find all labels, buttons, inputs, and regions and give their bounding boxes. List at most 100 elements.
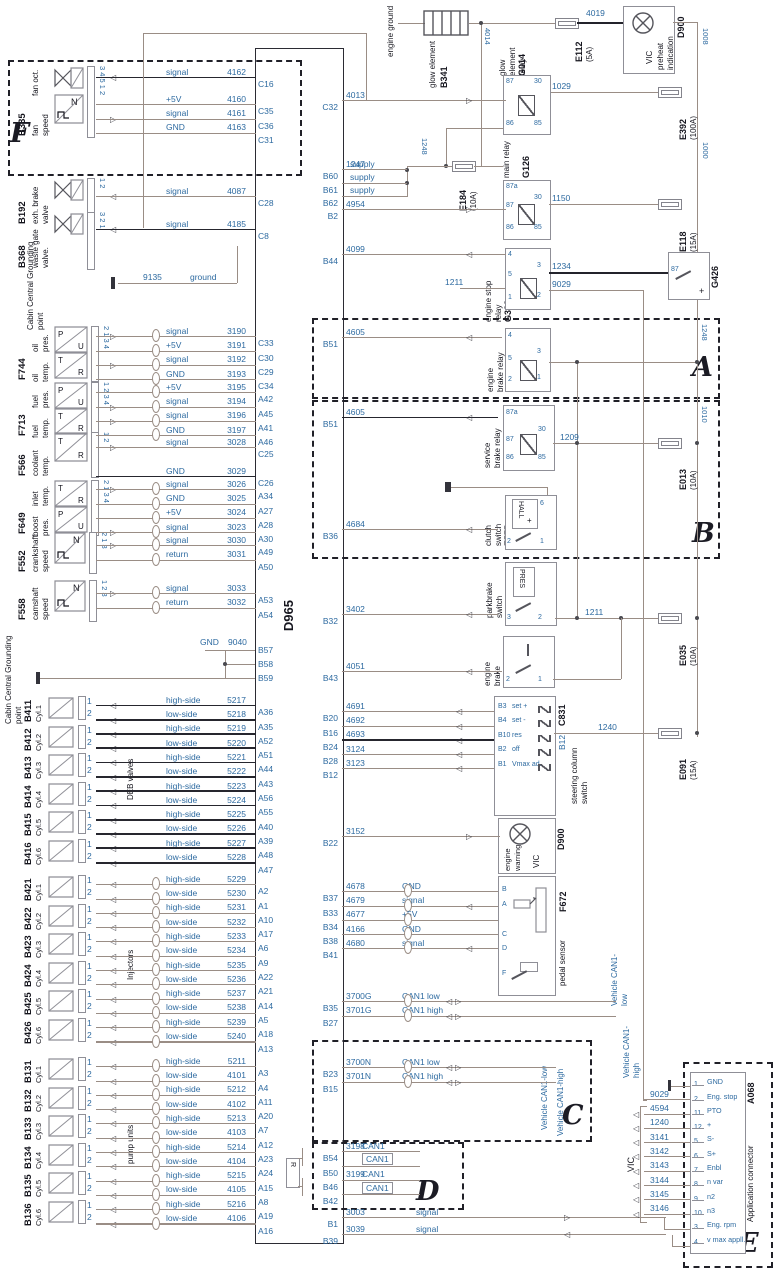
wire-number: 1234 — [552, 261, 571, 271]
wire-row: B39 3039 signal ◁ — [306, 1218, 666, 1246]
arrow-icon: ◁ — [466, 413, 473, 423]
switch-contact-icon — [538, 749, 551, 757]
wire-number: 3024 — [227, 507, 246, 518]
fuse-id: E392 — [678, 118, 688, 140]
twisted-pair-icon — [152, 891, 160, 905]
wire-row: GND 3197 A46 — [96, 422, 292, 447]
wire-number: 4087 — [227, 185, 246, 196]
wire-number: 3029 — [227, 465, 246, 476]
signal-name: high-side — [166, 723, 201, 734]
svg-text:R: R — [78, 451, 84, 460]
wire — [342, 1081, 556, 1083]
potentiometer-icon — [513, 887, 547, 933]
component-id: C831 — [557, 704, 567, 726]
arrow-icon: ◁▷ — [446, 1077, 465, 1087]
ecu-pin: A47 — [258, 864, 274, 875]
signal-name: CAN1 — [362, 1181, 393, 1194]
can-rows: B23 3700N CAN1 low ◁▷ B15 3701N CAN1 hig… — [306, 1054, 556, 1094]
wire-row: GND 4163 C31 — [96, 120, 292, 145]
junction-dot — [405, 181, 409, 185]
wire-row: ▷ signal 3194 A45 — [96, 393, 292, 419]
wire-number: 5230 — [227, 888, 246, 899]
signal-name: low-side — [166, 1213, 198, 1224]
wire — [225, 664, 255, 666]
ecu-pin: C25 — [258, 449, 274, 460]
ecu-pin: B41 — [322, 950, 338, 961]
cylinder-label: Cyl.1 — [34, 704, 43, 722]
wire — [342, 905, 498, 907]
wire-number: 5211 — [227, 1055, 246, 1066]
component-id: B413 — [23, 756, 34, 780]
switch-pin: 2 — [507, 538, 511, 545]
valve-icon — [48, 1172, 74, 1194]
switch-function-row: B1 Vmax ad. — [496, 758, 552, 772]
wire-row: B51 4605 ◁ — [306, 324, 502, 349]
wire-number: 3194 — [227, 396, 246, 407]
arrow-icon: ▷ — [466, 96, 473, 106]
svg-text:T: T — [58, 484, 63, 493]
signal-name: GND — [402, 923, 421, 934]
twisted-pair-icon — [152, 385, 160, 399]
wire-number: 3032 — [227, 597, 246, 608]
junction-dot — [479, 21, 483, 25]
connector-pin-row: 1 GND — [692, 1072, 742, 1088]
wire-row: ◁ 3143 — [633, 1157, 690, 1176]
wire-row: ◁ high-side 5235 A22 — [96, 957, 292, 982]
connector-bar — [78, 696, 86, 720]
ground-icon — [111, 277, 115, 289]
wire-number: 4019 — [586, 8, 605, 18]
ecu-rows: B36 4684 ◁ — [306, 516, 498, 541]
pin-number: 1 — [87, 724, 92, 735]
section-c-letter: C — [562, 1100, 584, 1131]
wire-number: 5237 — [227, 988, 246, 999]
ecu-pin: A41 — [258, 422, 274, 433]
section-b-letter: B — [692, 518, 715, 549]
exh-brake-valve-component: B192 exh. brake valve 1 2 — [17, 178, 107, 226]
twisted-pair-icon — [152, 1202, 160, 1216]
ecu-pin: A7 — [258, 1125, 269, 1136]
twisted-pair-icon — [152, 1159, 160, 1173]
junction-dot — [695, 616, 699, 620]
arrow-icon: ◁▷ — [446, 1063, 465, 1073]
signal-name: signal — [166, 108, 189, 119]
ecu-pin: A49 — [258, 547, 274, 558]
wire — [237, 246, 239, 283]
wire — [342, 836, 500, 838]
wire-number: 4692 — [346, 715, 365, 726]
wire-number: 3033 — [227, 582, 246, 593]
wire-number: 3195 — [227, 381, 246, 392]
wire-number: 3191 — [227, 340, 246, 351]
twisted-pair-icon — [152, 877, 160, 891]
twisted-pair-icon — [152, 399, 160, 413]
svg-text:P: P — [58, 330, 63, 339]
signal-name: CAN1 low — [402, 1056, 440, 1067]
section-d-letter: D — [416, 1176, 440, 1207]
cylinder-label: Cyl.1 — [34, 883, 43, 901]
signal-name: ground — [190, 272, 217, 282]
valve-icon — [48, 990, 74, 1012]
wire — [96, 517, 256, 519]
connector-pin-row: 2 Eng. stop — [692, 1086, 742, 1103]
ecu-pin: A40 — [258, 821, 274, 832]
wire-number: 4104 — [227, 1155, 246, 1166]
wire-number: 5216 — [227, 1198, 246, 1209]
twisted-pair-icon — [152, 1034, 160, 1048]
wire-number: 5229 — [227, 873, 246, 884]
wire — [143, 33, 145, 228]
wire — [342, 754, 494, 756]
wire-row: ◁ low-side 5236 A21 — [96, 971, 292, 996]
signal-name: signal — [166, 582, 189, 593]
connector-pin-row: 4 v max appll. — [692, 1229, 745, 1246]
twisted-pair-icon — [152, 1145, 160, 1159]
signal-name: low-side — [166, 823, 198, 834]
lamp-icon — [632, 12, 654, 34]
wire-number: 5239 — [227, 1016, 246, 1027]
ecu-pin: C32 — [322, 102, 338, 113]
wire-row: B35 3700G CAN1 low ◁▷ — [306, 988, 616, 1013]
temp-pressure-sensor-icon: TR PU — [54, 480, 88, 534]
arrow-icon: ◁▷ — [446, 1011, 465, 1021]
plus-label: + — [527, 516, 532, 525]
signal-name: high-side — [166, 751, 201, 762]
wire-number: 4105 — [227, 1184, 246, 1195]
